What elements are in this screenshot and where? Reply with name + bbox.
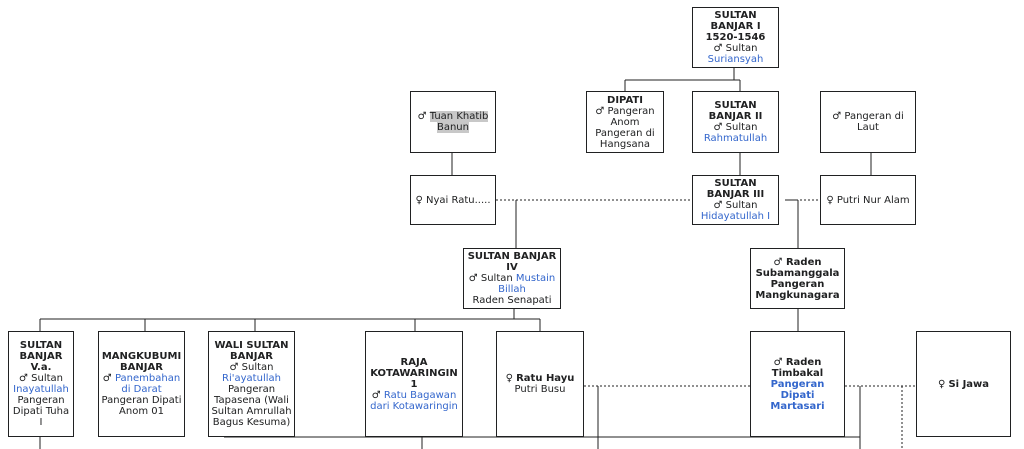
node-extra: Pangeran di Hangsana [595,127,655,150]
node-title: SULTAN BANJAR V.a. [19,340,63,373]
node-link[interactable]: Ratu Bagawan dari Kotawaringin [370,389,458,412]
node-extra: Pangeran Tapasena (Wali Sultan Amrullah … [211,384,292,428]
male-symbol-icon: ♂ [102,373,112,384]
node-title: MANGKUBUMI BANJAR [101,351,182,373]
node-wali-sultan-banjar[interactable]: WALI SULTAN BANJAR ♂ Sultan Ri'ayatullah… [208,331,295,437]
node-sultan-banjar-3[interactable]: SULTAN BANJAR III ♂ Sultan Hidayatullah … [692,175,779,225]
female-symbol-icon: ♀ [937,378,946,390]
node-ratu-hayu[interactable]: ♀ Ratu Hayu Putri Busu [496,331,584,437]
node-link[interactable]: Mustain Billah [498,273,556,295]
node-name: Putri Nur Alam [836,194,910,206]
node-name: ♂ Sultan [713,43,758,54]
node-extra: Raden Senapati [472,295,552,306]
node-name: Ratu Hayu [516,373,575,384]
node-link[interactable]: Ri'ayatullah [222,373,281,384]
node-extra: Putri Busu [514,384,566,395]
male-symbol-icon: ♂ [773,356,783,368]
node-sultan-banjar-5a[interactable]: SULTAN BANJAR V.a. ♂ Sultan Inayatullah … [8,331,74,437]
node-link[interactable]: Rahmatullah [703,133,768,144]
node-name: Pangeran di Laut [844,111,904,133]
node-raden-subamanggala[interactable]: ♂ Raden Subamanggala Pangeran Mangkunaga… [750,248,845,309]
female-symbol-icon: ♀ [505,373,513,384]
node-sultan-banjar-1[interactable]: SULTAN BANJAR I 1520-1546 ♂ Sultan Suria… [692,7,779,68]
node-title: SULTAN BANJAR II [708,100,763,122]
node-raja-kotawaringin-1[interactable]: RAJA KOTAWARINGIN 1 ♂ Ratu Bagawan dari … [365,331,463,437]
male-symbol-icon: ♂ [468,273,478,284]
node-title: Raden Subamanggala Pangeran Mangkunagara [755,256,840,301]
node-dipati[interactable]: DIPATI ♂ Pangeran Anom Pangeran di Hangs… [586,91,664,153]
node-pangeran-di-laut[interactable]: ♂ Pangeran di Laut [820,91,916,153]
node-mangkubumi-banjar[interactable]: MANGKUBUMI BANJAR ♂ Panembahan di Darat … [98,331,185,437]
node-title: SULTAN BANJAR III [706,178,765,200]
male-symbol-icon: ♂ [713,43,723,54]
male-symbol-icon: ♂ [713,122,723,133]
node-link[interactable]: Hidayatullah I [700,211,771,222]
node-title: SULTAN BANJAR IV [467,251,557,273]
node-name: Nyai Ratu..... [426,194,491,206]
node-title: RAJA KOTAWARINGIN 1 [370,356,458,390]
node-raden-timbakal[interactable]: ♂ Raden Timbakal Pangeran Dipati Martasa… [750,331,845,437]
node-title: WALI SULTAN BANJAR [214,340,289,362]
node-link[interactable]: Pangeran Dipati Martasari [770,378,825,412]
female-symbol-icon: ♀ [415,194,423,206]
node-name: Si Jawa [948,378,990,390]
node-extra: Pangeran Dipati Anom 01 [101,395,182,417]
node-nyai-ratu[interactable]: ♀ Nyai Ratu..... [410,175,496,225]
node-extra: Pangeran Dipati Tuha I [12,395,70,428]
male-symbol-icon: ♂ [371,389,381,401]
female-symbol-icon: ♀ [826,194,834,206]
node-sultan-banjar-2[interactable]: SULTAN BANJAR II ♂ Sultan Rahmatullah [692,91,779,153]
male-symbol-icon: ♂ [595,105,605,117]
node-name: Raden Timbakal [771,356,824,379]
male-symbol-icon: ♂ [18,373,28,384]
node-putri-nur-alam[interactable]: ♀ Putri Nur Alam [820,175,916,225]
node-name: Tuan Khatib Banun [429,111,489,133]
male-symbol-icon: ♂ [773,256,783,268]
male-symbol-icon: ♂ [832,111,842,122]
node-si-jawa[interactable]: ♀ Si Jawa [916,331,1011,437]
node-tuan-khatib-banun[interactable]: ♂ Tuan Khatib Banun [410,91,496,153]
node-sultan-banjar-4[interactable]: SULTAN BANJAR IV ♂ Sultan Mustain Billah… [463,248,561,309]
male-symbol-icon: ♂ [417,111,427,122]
male-symbol-icon: ♂ [229,362,239,373]
node-link[interactable]: Panembahan di Darat [114,373,181,395]
node-title: SULTAN BANJAR I 1520-1546 [705,10,766,43]
node-link[interactable]: Inayatullah [13,384,69,395]
node-title: DIPATI [607,94,643,106]
node-link[interactable]: Suriansyah [707,54,764,65]
male-symbol-icon: ♂ [713,200,723,211]
